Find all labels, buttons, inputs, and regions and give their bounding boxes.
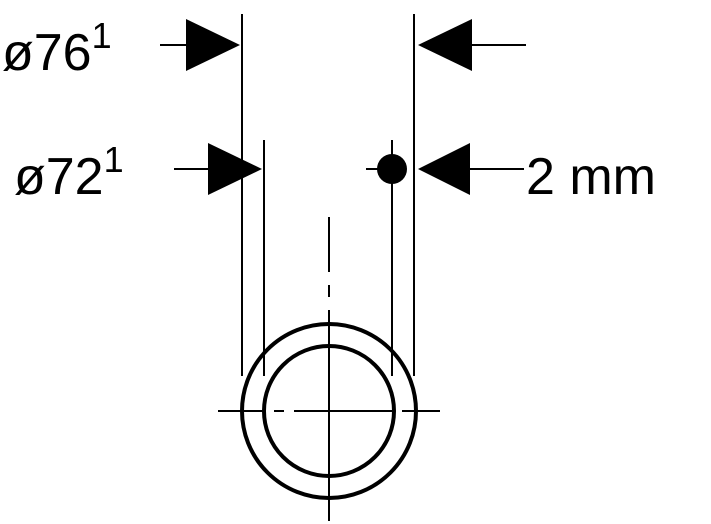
- offset-arrowhead: [418, 143, 470, 195]
- outer-right-arrowhead: [418, 19, 472, 71]
- outer-diameter-value: ø76: [2, 24, 92, 82]
- outer-diameter-label: ø761: [2, 15, 112, 82]
- offset-label: 2 mm: [526, 148, 656, 206]
- inner-diameter-value: ø72: [14, 148, 104, 206]
- outer-left-arrowhead: [186, 19, 240, 71]
- inner-diameter-label: ø721: [14, 139, 124, 206]
- outer-diameter-superscript: 1: [92, 15, 112, 56]
- inner-diameter-superscript: 1: [104, 139, 124, 180]
- inner-left-arrowhead: [208, 143, 262, 195]
